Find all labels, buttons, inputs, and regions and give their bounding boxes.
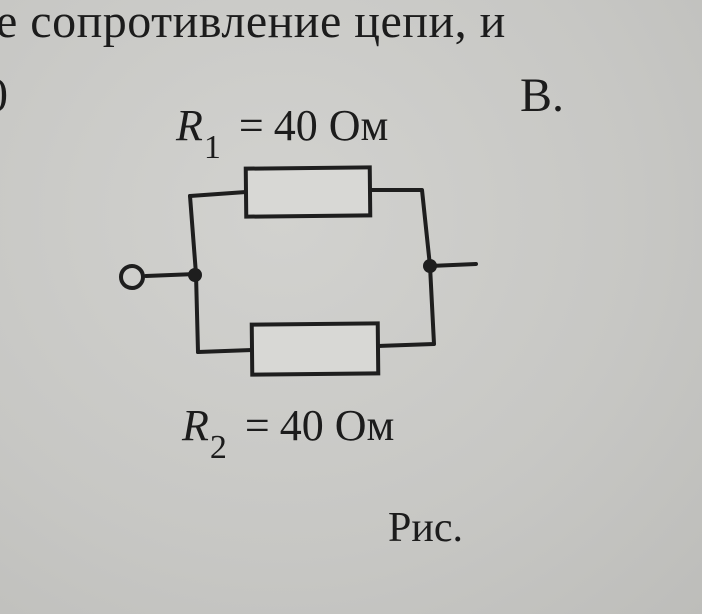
bottom-right-wire — [376, 264, 436, 348]
r2-symbol: R — [182, 401, 209, 450]
figure-caption: Рис. — [388, 505, 463, 551]
top-left-wire — [188, 190, 248, 198]
bottom-left-wire — [196, 348, 254, 354]
r1-symbol: R — [176, 101, 203, 150]
r1-subscript: 1 — [203, 129, 221, 166]
r2-label: R2 =40 Ом — [182, 400, 395, 466]
problem-text-unit: В. — [520, 69, 565, 122]
left-junction-node — [188, 268, 202, 282]
r2-subscript: 2 — [209, 429, 227, 466]
r2-equals: = — [244, 401, 270, 450]
r1-equals: = — [238, 101, 264, 150]
input-lead-wire — [144, 272, 198, 278]
problem-text-line: е сопротивление цепи, и — [0, 0, 506, 48]
r2-value: 40 Ом — [279, 401, 395, 450]
output-lead-wire — [428, 262, 478, 268]
input-terminal — [119, 264, 145, 290]
right-junction-node — [423, 259, 437, 273]
r1-value: 40 Ом — [273, 101, 389, 150]
resistor-r2 — [249, 321, 381, 377]
top-right-wire — [368, 188, 432, 268]
resistor-r1 — [243, 165, 373, 219]
problem-text-fragment: 0 — [0, 68, 8, 123]
r1-label: R1 =40 Ом — [176, 100, 389, 166]
